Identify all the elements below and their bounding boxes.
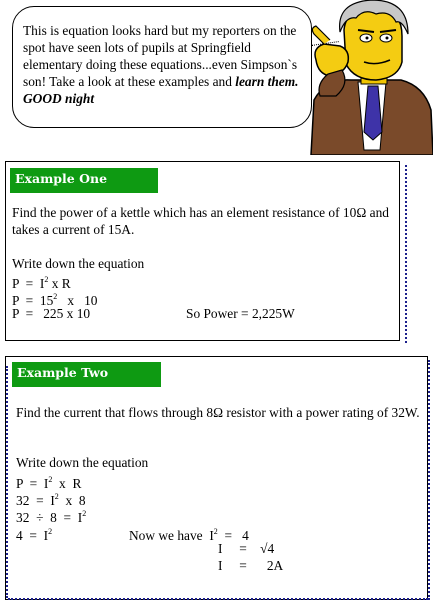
example-two-card: [5, 356, 428, 600]
example-two-line3: 32 ÷ 8 = I2: [16, 509, 87, 525]
example-one-line1: P = I2 x R: [12, 275, 71, 291]
example-two-line2: 32 = I2 x 8: [16, 492, 86, 508]
example-two-sqrt-line: I = √4: [218, 541, 275, 556]
example-one-card: [5, 161, 400, 341]
example-two-line1: P = I2 x R: [16, 475, 82, 491]
speech-bubble: This is equation looks hard but my repor…: [12, 6, 312, 128]
example-two-instruction: Write down the equation: [16, 455, 149, 470]
example-two-dotted-bottom: [8, 598, 428, 600]
example-one-dotted-edge: [405, 165, 407, 343]
example-one-instruction: Write down the equation: [12, 256, 145, 271]
speech-text: This is equation looks hard but my repor…: [23, 23, 298, 89]
example-one-line3: P = 225 x 10: [12, 306, 91, 321]
example-two-title: Example Two: [12, 362, 161, 387]
example-one-title: Example One: [10, 168, 158, 193]
example-one-result: So Power = 2,225W: [186, 306, 295, 321]
example-two-answer-line: I = 2A: [218, 558, 284, 573]
example-two-dotted-right: [428, 360, 430, 600]
speech-emphasis: learn them. GOOD night: [23, 74, 299, 106]
example-two-line4: 4 = I2: [16, 527, 53, 543]
example-two-dotted-left: [6, 366, 8, 598]
example-two-now-line: Now we have I2 = 4: [129, 527, 249, 543]
presenter-illustration: [310, 0, 433, 155]
example-two-problem: Find the current that flows through 8Ω r…: [16, 405, 420, 420]
example-one-line2: P = 152 x 10: [12, 292, 98, 308]
example-one-problem: Find the power of a kettle which has an …: [12, 205, 389, 237]
